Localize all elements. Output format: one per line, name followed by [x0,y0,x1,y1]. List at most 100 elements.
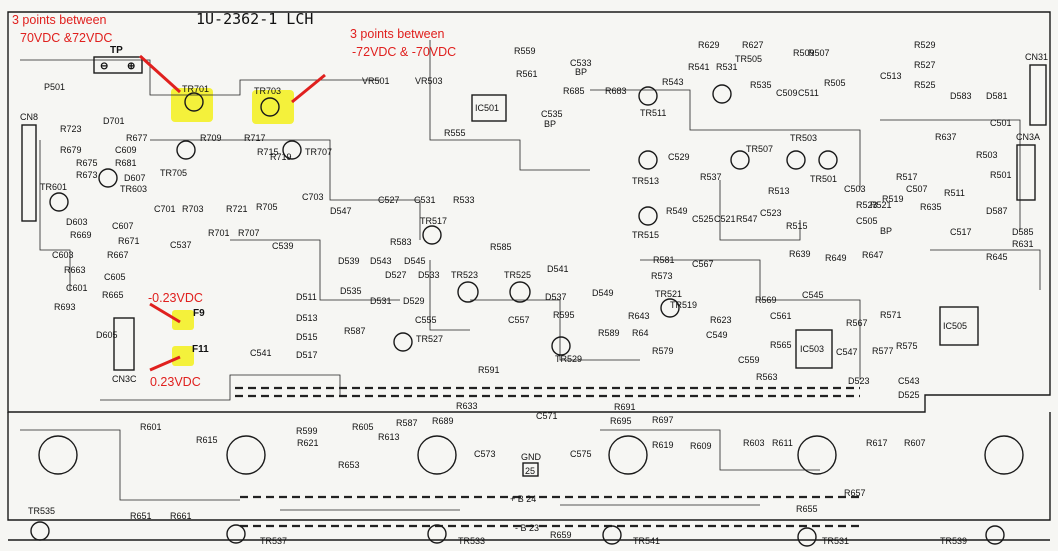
label-c549: C549 [706,330,728,340]
label-vr503: VR503 [415,76,443,86]
label-d517: D517 [296,350,318,360]
label-ic501: IC501 [475,103,499,113]
label-r601: R601 [140,422,162,432]
label-gnd-num: 25 [525,466,535,476]
label-r639: R639 [789,249,811,259]
label-d531: D531 [370,296,392,306]
label-c523: C523 [760,208,782,218]
label-c605: C605 [104,272,126,282]
label-c567: C567 [692,259,714,269]
note-tr701-line2: 70VDC &72VDC [20,31,112,45]
label-r535: R535 [750,80,772,90]
label-r693: R693 [54,302,76,312]
label-c511: C511 [798,88,819,98]
label-r521: R521 [870,200,892,210]
label-tr517: TR517 [420,216,447,226]
label-c573: C573 [474,449,496,459]
tp-minus: ⊖ [100,61,108,72]
label-r549: R549 [666,206,688,216]
label-r559: R559 [514,46,536,56]
tp-connector [93,56,143,74]
label-c527: C527 [378,195,400,205]
label-r613: R613 [378,432,400,442]
label-r511: R511 [944,188,965,198]
label-d515: D515 [296,332,318,342]
label-r635: R635 [920,202,942,212]
label-r683: R683 [605,86,627,96]
note-f11: 0.23VDC [150,375,201,389]
note-f9: -0.23VDC [148,291,203,305]
label-c509: C509 [776,88,798,98]
label-d605: D605 [96,330,118,340]
arrow-tr701 [138,54,182,94]
label-vr501: VR501 [362,76,390,86]
label-tr539: TR539 [940,536,967,546]
label-tr515: TR515 [632,230,659,240]
mounting-holes [38,435,1024,475]
label-d543: D543 [370,256,392,266]
label-r515: R515 [786,221,808,231]
label-c535: C535 [541,109,563,119]
highlight-tr701 [171,88,213,122]
label-r661b: R661 [170,511,192,521]
label-d581: D581 [986,91,1008,101]
label-f9: F9 [193,308,205,319]
label-r519: R519 [882,194,904,204]
label-tr701: TR701 [182,84,209,94]
cn3c-connector [113,317,135,371]
label-d545: D545 [404,256,426,266]
label-r547: R547 [736,214,758,224]
highlight-f11 [172,346,194,366]
label-c575: C575 [570,449,592,459]
label-d523: D523 [848,376,870,386]
label-r677: R677 [126,133,148,143]
label-cn31: CN31 [1025,52,1048,62]
label-tr501: TR501 [810,174,837,184]
label-r627: R627 [742,40,764,50]
label-c701: C701 [154,204,176,214]
label-r607: R607 [904,438,926,448]
board-title: 1U-2362-1 LCH [196,10,313,28]
label-r667: R667 [107,250,129,260]
label-r653: R653 [338,460,360,470]
label-tr511: TR511 [640,108,666,118]
label-c537: C537 [170,240,192,250]
label-c601: C601 [66,283,88,293]
label-r651: R651 [130,511,152,521]
label-r701: R701 [208,228,230,238]
label-r595: R595 [553,310,575,320]
label-r709: R709 [200,133,222,143]
arrow-f11 [149,355,181,372]
label-gnd: GND [521,452,542,462]
label-c505: C505 [856,216,878,226]
label-tp: TP [110,45,123,56]
label-c561: C561 [770,311,792,321]
label-r575: R575 [896,341,918,351]
label-d511: D511 [296,292,317,302]
label-r589: R589 [598,328,620,338]
label-c513: C513 [880,71,902,81]
label-tr531: TR531 [822,536,849,546]
label-r717: R717 [244,133,266,143]
label-c521: C521 [714,214,736,224]
label-ic505: IC505 [943,321,967,331]
label-b23: - B 23 [515,523,539,533]
label-r555: R555 [444,128,466,138]
label-c501: C501 [990,118,1012,128]
label-r531: R531 [716,62,738,72]
label-r599: R599 [296,426,318,436]
label-tr503: TR503 [790,133,817,143]
label-r655: R655 [796,504,818,514]
label-r503: R503 [976,150,998,160]
label-bp2: BP [544,119,556,129]
label-r507: R507 [808,48,830,58]
label-d535: D535 [340,286,362,296]
note-tr701-line1: 3 points between [12,13,107,27]
label-r645: R645 [986,252,1008,262]
label-r619: R619 [652,440,674,450]
label-r615: R615 [196,435,218,445]
label-d539: D539 [338,256,360,266]
circuit-traces [20,40,1041,511]
label-tr535: TR535 [28,506,55,516]
